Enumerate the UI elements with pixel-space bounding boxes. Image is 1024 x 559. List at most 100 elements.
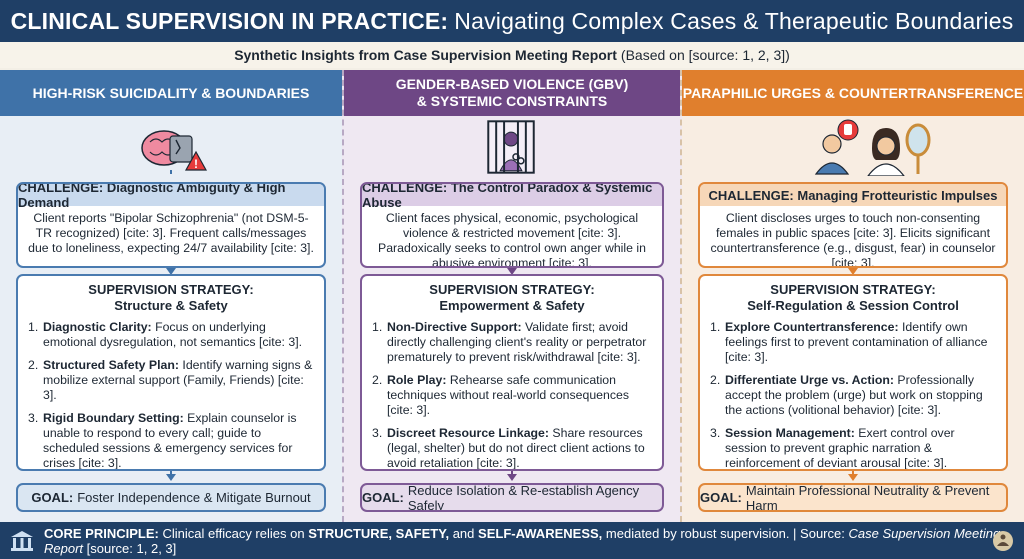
flow-arrow xyxy=(848,268,858,275)
strategy-heading: SUPERVISION STRATEGY: Structure & Safety xyxy=(18,276,324,314)
item-text: Professionally accept the problem (urge)… xyxy=(725,373,983,417)
footer-source-tail: [source: 1, 2, 3] xyxy=(86,540,177,556)
column-heading-line1: GENDER-BASED VIOLENCE (GBV) xyxy=(395,76,629,92)
flow-arrow xyxy=(507,474,517,481)
item-text: Identify warning signs & mobilize extern… xyxy=(43,358,313,402)
subtitle: Synthetic Insights from Case Supervision… xyxy=(0,42,1024,68)
title-bold: CLINICAL SUPERVISION IN PRACTICE: xyxy=(10,7,449,34)
prison-bars-icon xyxy=(487,120,535,174)
column-heading: HIGH-RISK SUICIDALITY & BOUNDARIES xyxy=(0,70,342,116)
item-number: 2. xyxy=(710,373,721,387)
footer-text-c: mediated by robust supervision. | Source… xyxy=(605,525,845,541)
goal-label: GOAL: xyxy=(362,490,404,505)
item-number: 1. xyxy=(28,320,39,334)
item-label: Structured Safety Plan: xyxy=(43,358,179,372)
core-principle-footer: CORE PRINCIPLE: Clinical efficacy relies… xyxy=(0,522,1024,559)
counselor-client-illustration xyxy=(814,119,931,176)
flow-line xyxy=(170,170,172,174)
challenge-box: CHALLENGE: Diagnostic Ambiguity & High D… xyxy=(16,182,326,268)
footer-kw-self-awareness: SELF-AWARENESS, xyxy=(478,525,603,541)
item-number: 1. xyxy=(372,320,383,334)
item-label: Differentiate Urge vs. Action: xyxy=(725,373,894,387)
item-text: Identify own feelings first to prevent c… xyxy=(725,320,988,364)
item-label: Discreet Resource Linkage: xyxy=(387,426,549,440)
item-label: Session Management: xyxy=(725,426,855,440)
item-text: Validate first; avoid directly challengi… xyxy=(387,320,647,364)
warning-icon: ! xyxy=(184,150,208,171)
strategy-item: 3. Session Management: Exert control over… xyxy=(710,426,996,470)
item-text: Exert control over session to prevent gr… xyxy=(725,426,955,470)
goal-text: Foster Independence & Mitigate Burnout xyxy=(77,490,311,505)
strategy-item: 1. Diagnostic Clarity: Focus on underlyin… xyxy=(28,320,314,350)
strategy-item: 3. Discreet Resource Linkage: Share resou… xyxy=(372,426,652,470)
column-heading: GENDER-BASED VIOLENCE (GBV) & SYSTEMIC C… xyxy=(344,70,680,116)
item-number: 3. xyxy=(372,426,383,440)
item-label: Explore Countertransference: xyxy=(725,320,899,334)
goal-label: GOAL: xyxy=(31,490,74,505)
brain-warning-illustration: ! xyxy=(141,130,208,171)
challenge-box: CHALLENGE: The Control Paradox & Systemi… xyxy=(360,182,664,268)
strategy-item: 1. Explore Countertransference: Identify … xyxy=(710,320,996,365)
item-number: 3. xyxy=(28,411,39,425)
item-text: Rehearse safe communication techniques w… xyxy=(387,373,629,417)
challenge-title: CHALLENGE: Managing Frotteuristic Impuls… xyxy=(700,184,1006,206)
strategy-item: 1. Non-Directive Support: Validate first;… xyxy=(372,320,652,365)
mirror-icon xyxy=(905,123,931,174)
goal-box: GOAL: Foster Independence & Mitigate Bur… xyxy=(16,483,326,512)
footer-kw-safety: SAFETY, xyxy=(395,525,450,541)
column-gbv: GENDER-BASED VIOLENCE (GBV) & SYSTEMIC C… xyxy=(342,70,682,522)
svg-text:!: ! xyxy=(194,157,198,171)
flow-line xyxy=(852,471,854,475)
strategy-heading: SUPERVISION STRATEGY: Empowerment & Safe… xyxy=(362,276,662,314)
goal-text: Maintain Professional Neutrality & Preve… xyxy=(745,483,990,512)
strategy-box: SUPERVISION STRATEGY: Empowerment & Safe… xyxy=(360,274,664,471)
title-rest: Navigating Complex Cases & Therapeutic B… xyxy=(454,7,1014,34)
footer-source: Case Supervision Meeting Report xyxy=(44,525,1001,556)
goal-box: GOAL: Reduce Isolation & Re-establish Ag… xyxy=(360,483,664,512)
column-heading: PARAPHILIC URGES & COUNTERTRANSFERENCE xyxy=(682,70,1024,116)
challenge-text: Client discloses urges to touch non-cons… xyxy=(710,211,996,268)
stop-hand-icon xyxy=(837,119,859,141)
flow-arrow xyxy=(166,268,176,275)
footer-text-a: Clinical efficacy relies on xyxy=(162,525,305,541)
subtitle-bold: Synthetic Insights from Case Supervision… xyxy=(234,47,617,63)
challenge-title: CHALLENGE: Diagnostic Ambiguity & High D… xyxy=(18,184,324,210)
strategy-title: SUPERVISION STRATEGY: xyxy=(88,282,254,297)
footer-kw-structure: STRUCTURE, xyxy=(308,525,392,541)
strategy-subtitle: Self-Regulation & Session Control xyxy=(747,298,959,313)
goal-label: GOAL: xyxy=(700,490,742,505)
counselor-icon xyxy=(867,128,905,176)
strategy-item: 2.Structured Safety Plan: Identify warni… xyxy=(28,358,314,403)
goal-text: Reduce Isolation & Re-establish Agency S… xyxy=(407,483,640,512)
challenge-title: CHALLENGE: The Control Paradox & Systemi… xyxy=(362,184,662,210)
item-text: Share resources (legal, shelter) but do … xyxy=(387,426,645,470)
item-number: 1. xyxy=(710,320,721,334)
flow-arrow xyxy=(507,268,517,275)
flow-arrow xyxy=(848,474,858,481)
item-label: Non-Directive Support: xyxy=(387,320,522,334)
challenge-box: CHALLENGE: Managing Frotteuristic Impuls… xyxy=(698,182,1008,268)
strategy-list: 1. Non-Directive Support: Validate first;… xyxy=(362,314,662,470)
strategy-list: 1. Explore Countertransference: Identify … xyxy=(700,314,1006,470)
flow-line xyxy=(511,471,513,475)
strategy-item: 2.Role Play: Rehearse safe communication… xyxy=(372,373,652,418)
strategy-item: 2. Differentiate Urge vs. Action: Profess… xyxy=(710,373,996,418)
brain-icon xyxy=(141,130,193,166)
strategy-item: 3. Rigid Boundary Setting: Explain counse… xyxy=(28,411,314,470)
column-heading-line2: & SYSTEMIC CONSTRAINTS xyxy=(416,93,608,109)
item-text: Focus on underlying emotional dysregulat… xyxy=(43,320,303,349)
item-number: 3. xyxy=(710,426,721,440)
meditation-icon xyxy=(993,531,1013,551)
footer-label: CORE PRINCIPLE: xyxy=(44,525,159,541)
strategy-title: SUPERVISION STRATEGY: xyxy=(770,282,936,297)
page-title: CLINICAL SUPERVISION IN PRACTICE: Naviga… xyxy=(0,0,1024,42)
challenge-text: Client faces physical, economic, psychol… xyxy=(378,211,646,268)
item-number: 2. xyxy=(372,373,383,387)
item-label: Diagnostic Clarity: xyxy=(43,320,152,334)
strategy-title: SUPERVISION STRATEGY: xyxy=(429,282,595,297)
subtitle-rest: (Based on [source: 1, 2, 3]) xyxy=(620,47,790,63)
challenge-text: Client reports "Bipolar Schizophrenia" (… xyxy=(28,211,314,255)
item-label: Rigid Boundary Setting: xyxy=(43,411,184,425)
item-text: Explain counselor is unable to respond t… xyxy=(43,411,297,470)
strategy-box: SUPERVISION STRATEGY: Self-Regulation & … xyxy=(698,274,1008,471)
